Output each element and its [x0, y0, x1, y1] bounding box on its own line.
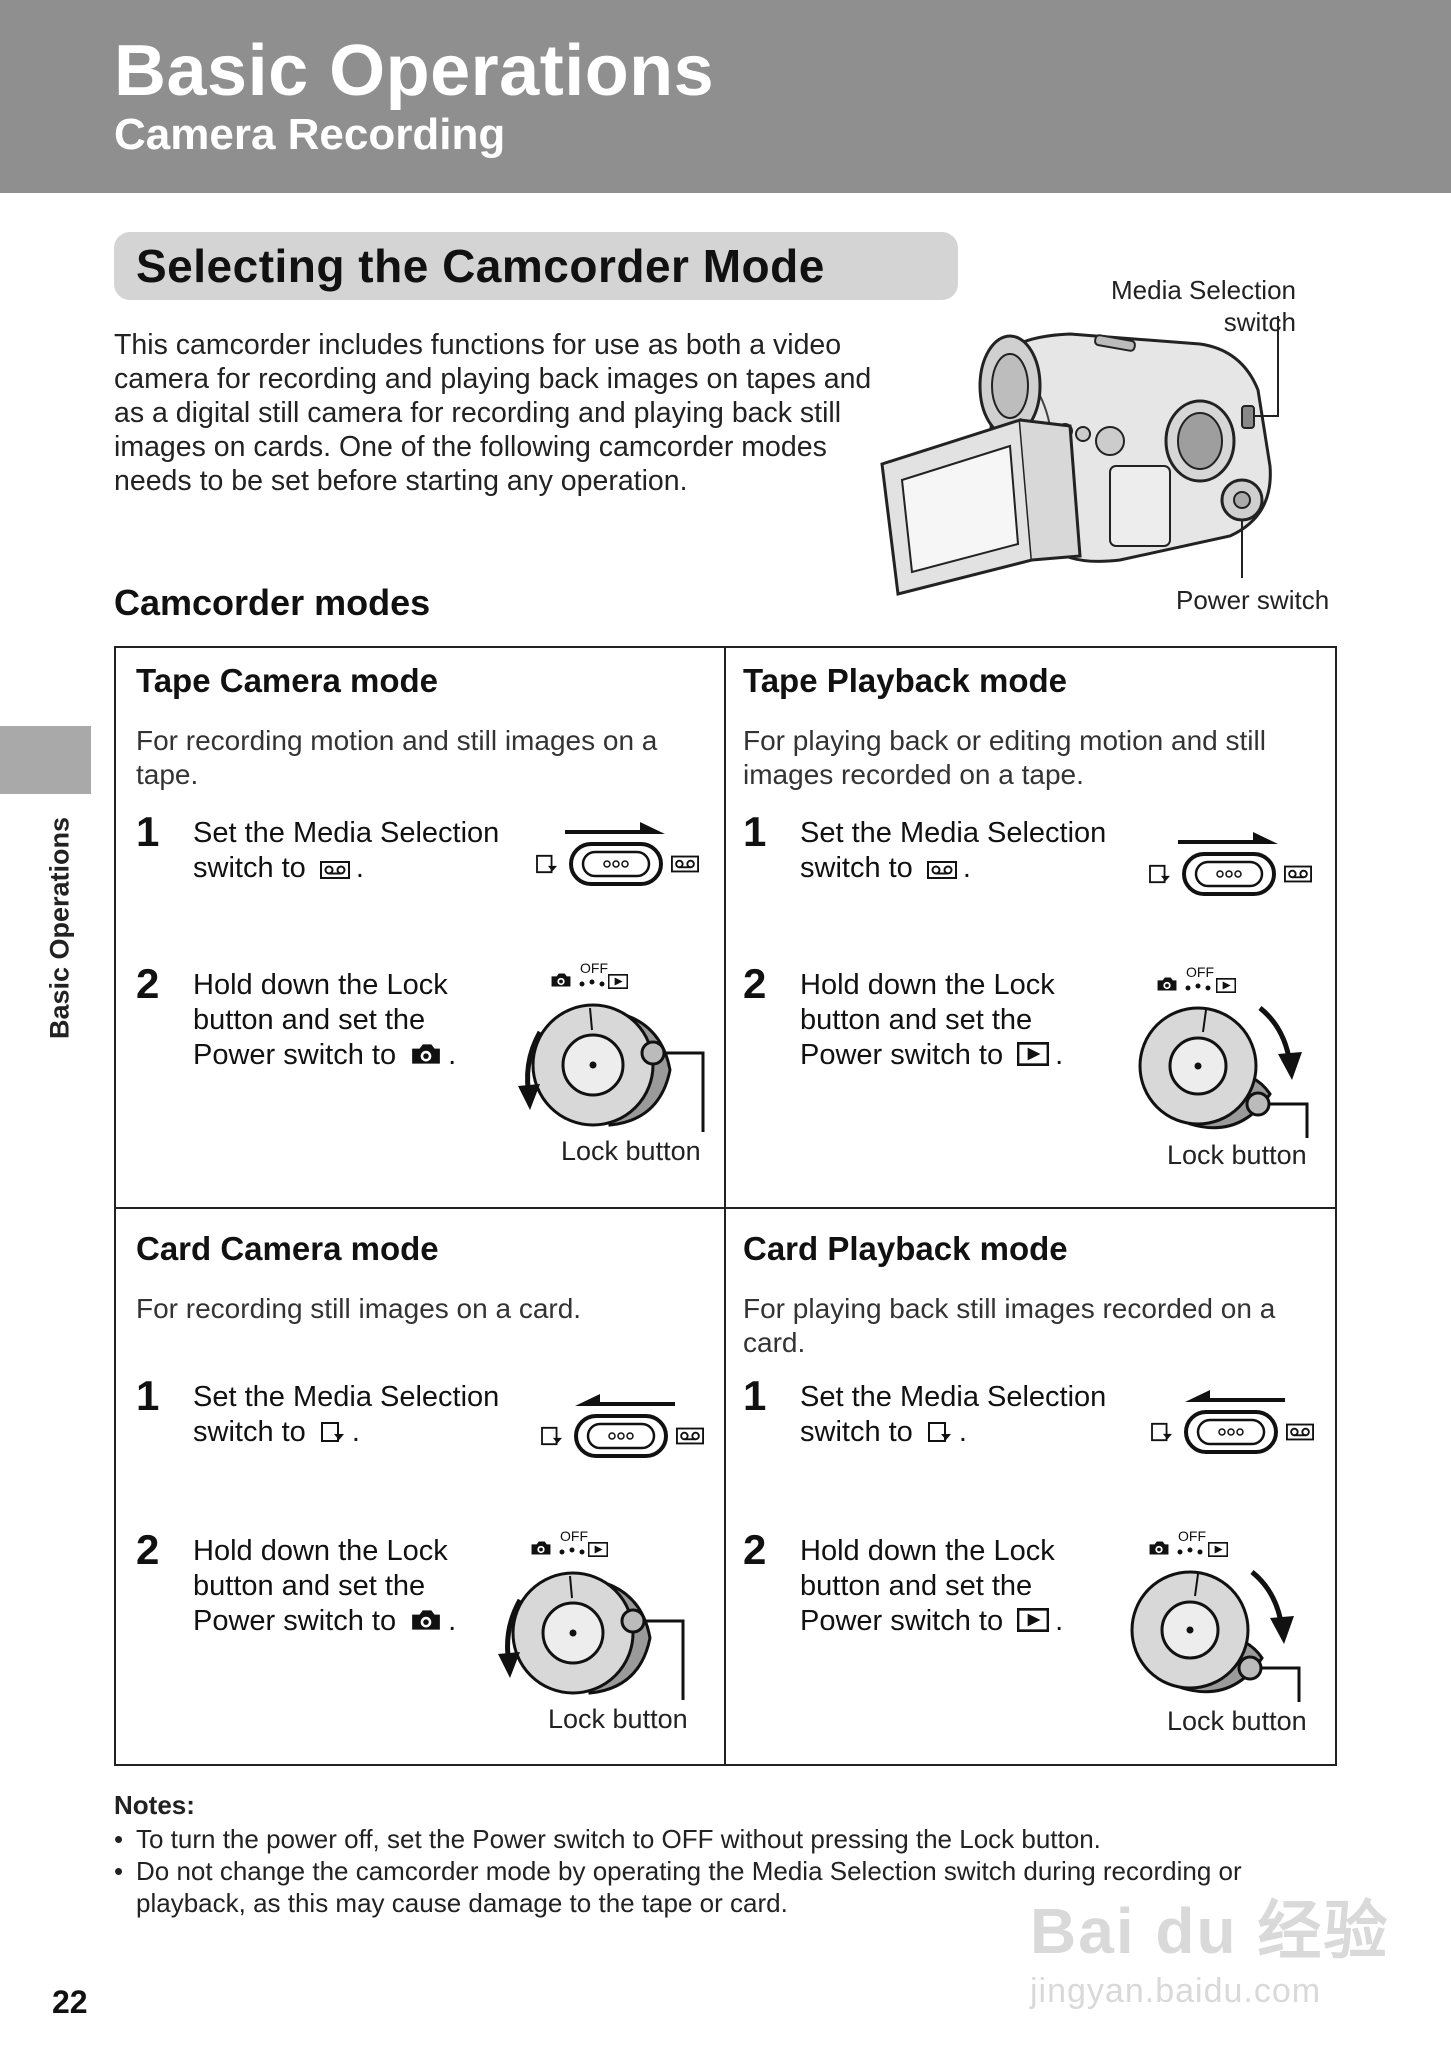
- lock-button-label: Lock button: [1167, 1140, 1307, 1170]
- grid-divider: [114, 1207, 1337, 1209]
- lock-button-label: Lock button: [1167, 1706, 1307, 1736]
- mode-title: Card Camera mode: [136, 1230, 439, 1267]
- dial-off-label: OFF: [1186, 964, 1214, 980]
- lock-button-label: Lock button: [561, 1136, 701, 1166]
- notes-section: Notes: To turn the power off, set the Po…: [114, 1790, 1344, 1919]
- note-item: To turn the power off, set the Power swi…: [114, 1823, 1344, 1855]
- notes-list: To turn the power off, set the Power swi…: [114, 1823, 1344, 1919]
- step-text: Hold down the Lock button and set the Po…: [800, 1535, 1055, 1637]
- step-text: Set the Media Selection switch to: [193, 1381, 500, 1448]
- step-instruction: Hold down the Lock button and set the Po…: [800, 969, 1064, 1071]
- step-number: 2: [136, 960, 160, 1007]
- step-number: 1: [743, 1372, 767, 1419]
- step-number: 2: [136, 1526, 160, 1573]
- card-icon: [927, 1421, 953, 1443]
- media-switch-illustration: [1148, 832, 1318, 896]
- step-text: Set the Media Selection switch to: [193, 817, 500, 884]
- mode-title: Tape Camera mode: [136, 662, 438, 699]
- watermark: Bai du 经验 jingyan.baidu.com: [1030, 1880, 1389, 2011]
- media-switch-illustration: [1150, 1390, 1320, 1454]
- page-number: 22: [52, 1984, 88, 2020]
- step-text: Hold down the Lock button and set the Po…: [193, 969, 448, 1071]
- media-switch-illustration: [535, 822, 705, 886]
- tape-icon: [320, 861, 350, 879]
- page-subtitle: Camera Recording: [114, 110, 506, 159]
- mode-description: For playing back still images recorded o…: [743, 1293, 1276, 1358]
- power-dial-illustration: OFF: [518, 960, 705, 1132]
- dial-off-label: OFF: [560, 1528, 588, 1544]
- mode-title: Tape Playback mode: [743, 662, 1068, 699]
- step-text: Set the Media Selection switch to: [800, 1381, 1107, 1448]
- note-item: Do not change the camcorder mode by oper…: [114, 1855, 1344, 1919]
- power-dial-illustration: OFF: [1138, 964, 1309, 1138]
- step-instruction: Set the Media Selection switch to .: [800, 817, 1107, 884]
- callout-line: Media Selection: [1111, 275, 1296, 305]
- page-title: Basic Operations: [114, 31, 715, 111]
- step-number: 1: [743, 808, 767, 855]
- camcorder-illustration: [880, 316, 1279, 596]
- card-icon: [320, 1421, 346, 1443]
- step-instruction: Hold down the Lock button and set the Po…: [193, 1535, 457, 1637]
- callout-line: switch: [1223, 307, 1296, 337]
- step-instruction: Set the Media Selection switch to .: [193, 1381, 500, 1448]
- play-icon: [1017, 1608, 1049, 1632]
- step-instruction: Hold down the Lock button and set the Po…: [193, 969, 457, 1071]
- power-dial-illustration: OFF: [498, 1528, 685, 1700]
- step-instruction: Set the Media Selection switch to .: [800, 1381, 1107, 1448]
- watermark-url: jingyan.baidu.com: [1030, 1972, 1322, 2010]
- tape-icon: [927, 861, 957, 879]
- intro-paragraph: This camcorder includes functions for us…: [114, 329, 872, 497]
- page-header: Basic Operations Camera Recording: [0, 0, 1451, 193]
- camera-icon: [410, 1608, 442, 1632]
- grid-divider: [724, 646, 726, 1766]
- notes-title: Notes:: [114, 1790, 195, 1820]
- step-instruction: Set the Media Selection switch to .: [193, 817, 500, 884]
- power-switch-callout: Power switch: [1176, 585, 1330, 615]
- media-selection-callout: Media Selection switch: [1096, 274, 1296, 338]
- step-number: 2: [743, 960, 767, 1007]
- mode-description: For playing back or editing motion and s…: [743, 725, 1266, 790]
- lock-button-label: Lock button: [548, 1704, 688, 1734]
- watermark-logo: Bai du 经验: [1030, 1895, 1390, 1967]
- side-tab-label: Basic Operations: [44, 816, 75, 1040]
- step-text: Hold down the Lock button and set the Po…: [800, 969, 1055, 1071]
- step-text: Set the Media Selection switch to: [800, 817, 1107, 884]
- step-number: 2: [743, 1526, 767, 1573]
- mode-title: Card Playback mode: [743, 1230, 1068, 1267]
- mode-description: For recording still images on a card.: [136, 1293, 582, 1324]
- mode-description: For recording motion and still images on…: [136, 725, 658, 790]
- camera-icon: [410, 1042, 442, 1066]
- section-heading: Selecting the Camcorder Mode: [114, 232, 958, 300]
- step-instruction: Hold down the Lock button and set the Po…: [800, 1535, 1064, 1637]
- power-dial-illustration: OFF: [1130, 1528, 1301, 1702]
- modes-heading: Camcorder modes: [114, 582, 431, 623]
- section-title: Selecting the Camcorder Mode: [136, 240, 825, 292]
- step-number: 1: [136, 808, 160, 855]
- step-number: 1: [136, 1372, 160, 1419]
- media-switch-illustration: [540, 1394, 710, 1458]
- dial-off-label: OFF: [580, 960, 608, 976]
- step-text: Hold down the Lock button and set the Po…: [193, 1535, 448, 1637]
- play-icon: [1017, 1042, 1049, 1066]
- dial-off-label: OFF: [1178, 1528, 1206, 1544]
- side-tab-marker: [0, 726, 91, 794]
